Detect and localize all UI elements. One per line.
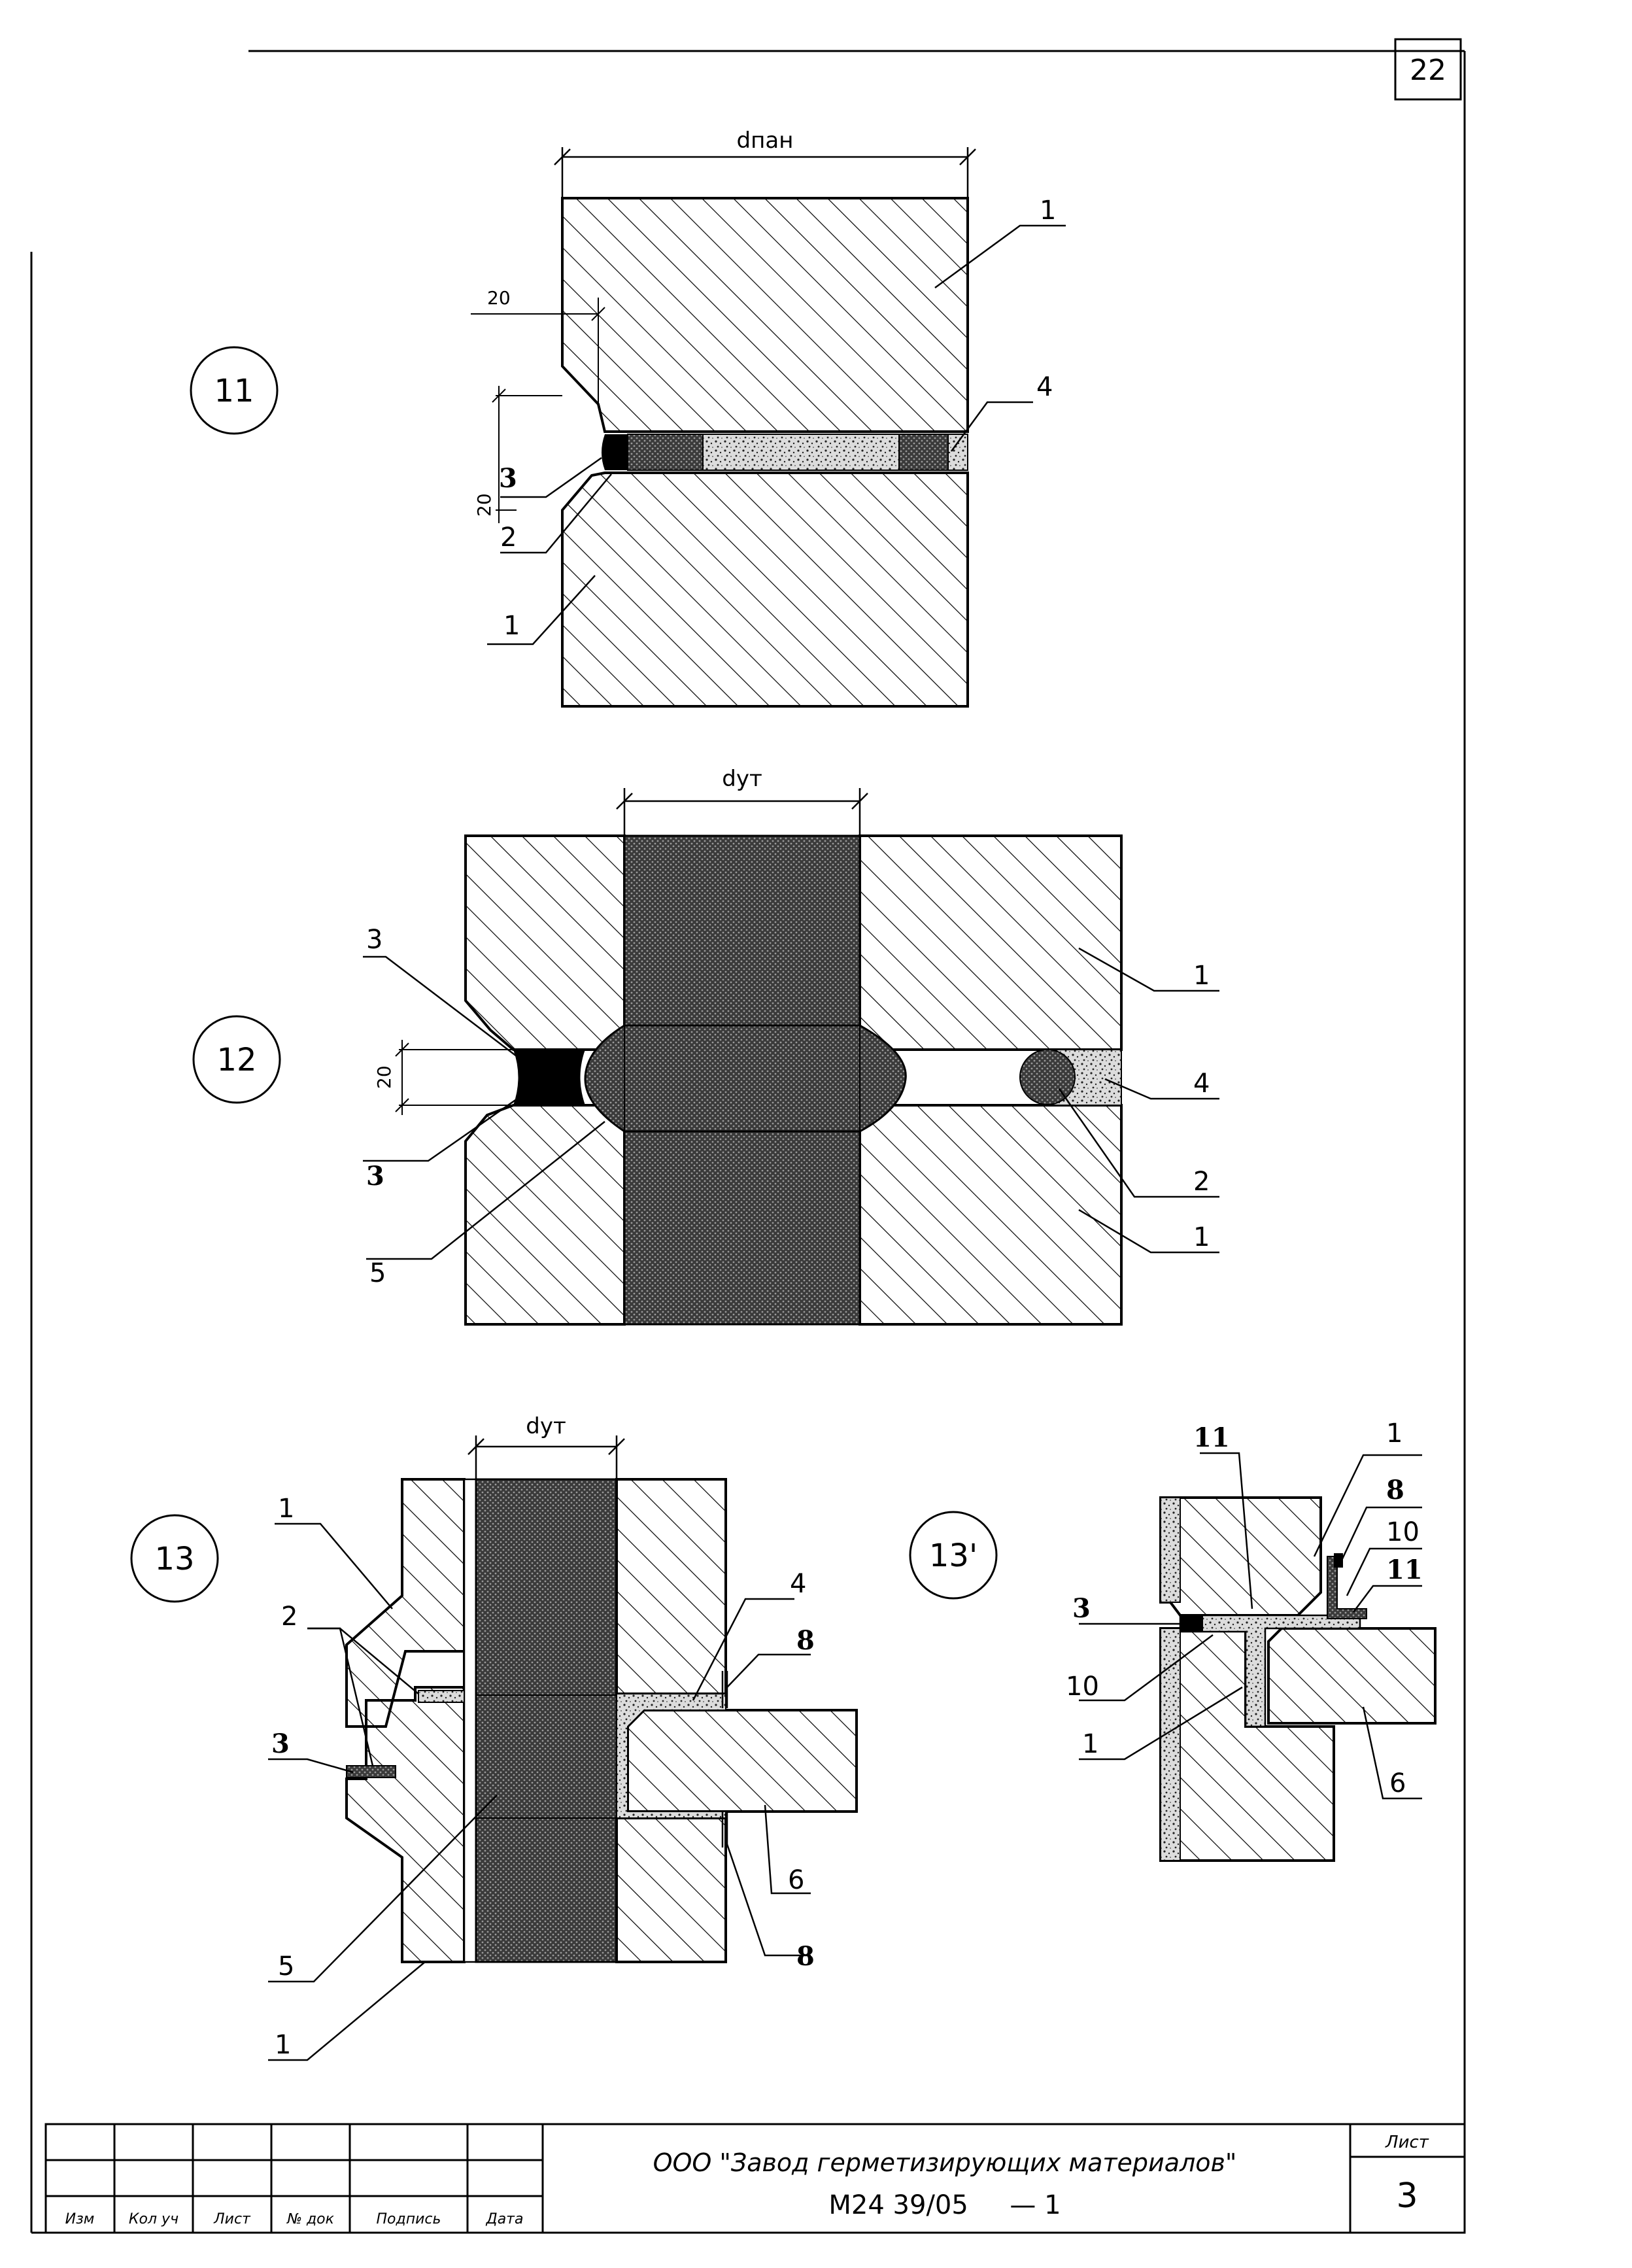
fig13p-upper-facing: [1160, 1497, 1181, 1603]
fig13p-fastener-8: [1334, 1553, 1343, 1568]
title-block: Изм Кол уч Лист № док Подпись Дата ООО "…: [44, 2123, 1466, 2234]
fig11-lower-panel: [561, 472, 969, 708]
title-block-col-sign: Подпись: [377, 2211, 441, 2227]
fig13-gasket-2: [418, 1690, 465, 1703]
title-block-sheet-value: 3: [1396, 2176, 1418, 2216]
fig13-label-6: 6: [788, 1865, 804, 1895]
fig12-label-3-top: 3: [366, 925, 382, 955]
fig13-label-1-top: 1: [278, 1494, 294, 1524]
figure-12: 12 dут: [192, 766, 1219, 1326]
figure-11: 11 dпан 20: [190, 128, 1066, 708]
fig13-slab-6: [626, 1709, 858, 1813]
figure-13p-label: 13': [929, 1538, 978, 1574]
figure-12-label: 12: [216, 1042, 256, 1078]
fig12-lower-left-panel: [464, 1104, 626, 1326]
fig12-upper-left-panel: [464, 834, 626, 1051]
fig11-dim-dpan: dпан: [737, 128, 794, 154]
fig11-label-1-bottom: 1: [503, 611, 520, 641]
fig12-dim-20: 20: [373, 1065, 395, 1089]
fig11-label-1-top: 1: [1040, 196, 1056, 226]
fig13p-slab-6: [1267, 1627, 1436, 1725]
title-block-col-kol: Кол уч: [129, 2211, 178, 2227]
fig13p-label-3: 3: [1072, 1593, 1091, 1624]
fig13p-label-10-left: 10: [1066, 1672, 1099, 1702]
fig13-right-panel-lower: [615, 1817, 727, 1963]
fig12-insulation-column-top: [623, 834, 861, 1027]
figure-12-marker: [192, 1015, 281, 1104]
figure-13-label: 13: [154, 1541, 194, 1577]
fig13-label-8-top: 8: [796, 1625, 815, 1656]
fig11-gasket-b: [898, 434, 949, 471]
fig12-insulation-column-bottom: [623, 1130, 861, 1326]
fig12-filler-5: [584, 1024, 907, 1133]
fig12-label-1-bottom: 1: [1193, 1222, 1210, 1252]
fig13p-label-10-top: 10: [1386, 1517, 1420, 1547]
fig11-sealant: [602, 434, 628, 470]
figure-11-marker: [190, 346, 279, 435]
fig13-label-3: 3: [271, 1728, 290, 1759]
fig13p-label-1-left: 1: [1082, 1729, 1098, 1759]
fig13-label-5: 5: [278, 1951, 294, 1982]
fig13-label-2: 2: [281, 1602, 298, 1632]
fig11-label-4: 4: [1036, 372, 1053, 402]
figure-13: 13 dут: [130, 1413, 858, 2061]
fig13p-label-11-right: 11: [1386, 1555, 1423, 1585]
fig11-dim-20-side: 20: [473, 493, 495, 517]
figure-13p-marker: [909, 1511, 998, 1600]
fig13-label-8-bottom: 8: [796, 1941, 815, 1972]
fig11-gasket-a: [627, 434, 704, 471]
sheet-number-box: 22: [1394, 38, 1462, 101]
fig13-right-panel: [615, 1478, 727, 1695]
sheet-number: 22: [1410, 54, 1446, 87]
fig12-sealant: [513, 1050, 585, 1105]
fig13-left-panel: [345, 1478, 466, 1963]
figure-13-prime: 13' 11 1 8 10 11 3 10 1: [909, 1418, 1436, 1862]
fig13p-label-6: 6: [1389, 1768, 1406, 1798]
title-block-col-list: Лист: [213, 2211, 251, 2227]
fig12-label-5: 5: [369, 1258, 386, 1288]
fig11-dim-20-top: 20: [487, 287, 511, 309]
fig13-membrane: [463, 1478, 477, 1963]
fig11-upper-panel: [561, 197, 969, 433]
fig12-cord-2: [1019, 1049, 1076, 1105]
fig12-label-2: 2: [1193, 1167, 1210, 1197]
title-block-col-date: Дата: [486, 2211, 524, 2227]
figure-11-label: 11: [214, 373, 254, 409]
fig13p-label-1: 1: [1386, 1418, 1402, 1449]
fig12-label-3-left: 3: [366, 1161, 384, 1192]
fig13p-label-8: 8: [1386, 1475, 1404, 1505]
title-block-org: ООО "Завод герметизирующих материалов": [653, 2148, 1237, 2177]
title-block-sheet-label: Лист: [1385, 2133, 1429, 2152]
fig13-insulation-column: [475, 1478, 618, 1963]
fig13-insulation-4: [616, 1693, 726, 1819]
fig13p-sealant-3: [1180, 1615, 1203, 1632]
fig13p-upper-panel: [1159, 1496, 1322, 1617]
fig11-label-2: 2: [500, 523, 517, 553]
figure-13-marker: [130, 1514, 219, 1603]
fig11-label-3: 3: [499, 463, 517, 494]
fig12-lower-right-panel: [858, 1104, 1123, 1326]
fig13p-label-11-top: 11: [1193, 1422, 1230, 1453]
title-block-col-doc: № док: [286, 2211, 335, 2227]
fig13-dim-dut: dут: [526, 1413, 566, 1439]
fig13p-lower-facing: [1160, 1628, 1181, 1861]
fig12-dim-dut: dут: [722, 766, 762, 792]
fig13-label-4: 4: [790, 1569, 806, 1599]
title-block-col-izm: Изм: [65, 2211, 95, 2227]
fig12-label-1-top: 1: [1193, 961, 1210, 991]
fig13-sealant-3: [346, 1765, 396, 1778]
fig12-label-4: 4: [1193, 1069, 1210, 1099]
fig12-upper-right-panel: [858, 834, 1123, 1051]
fig13-label-1-bottom: 1: [275, 2030, 291, 2060]
title-block-code: М24 39/05 — 1: [828, 2190, 1061, 2220]
